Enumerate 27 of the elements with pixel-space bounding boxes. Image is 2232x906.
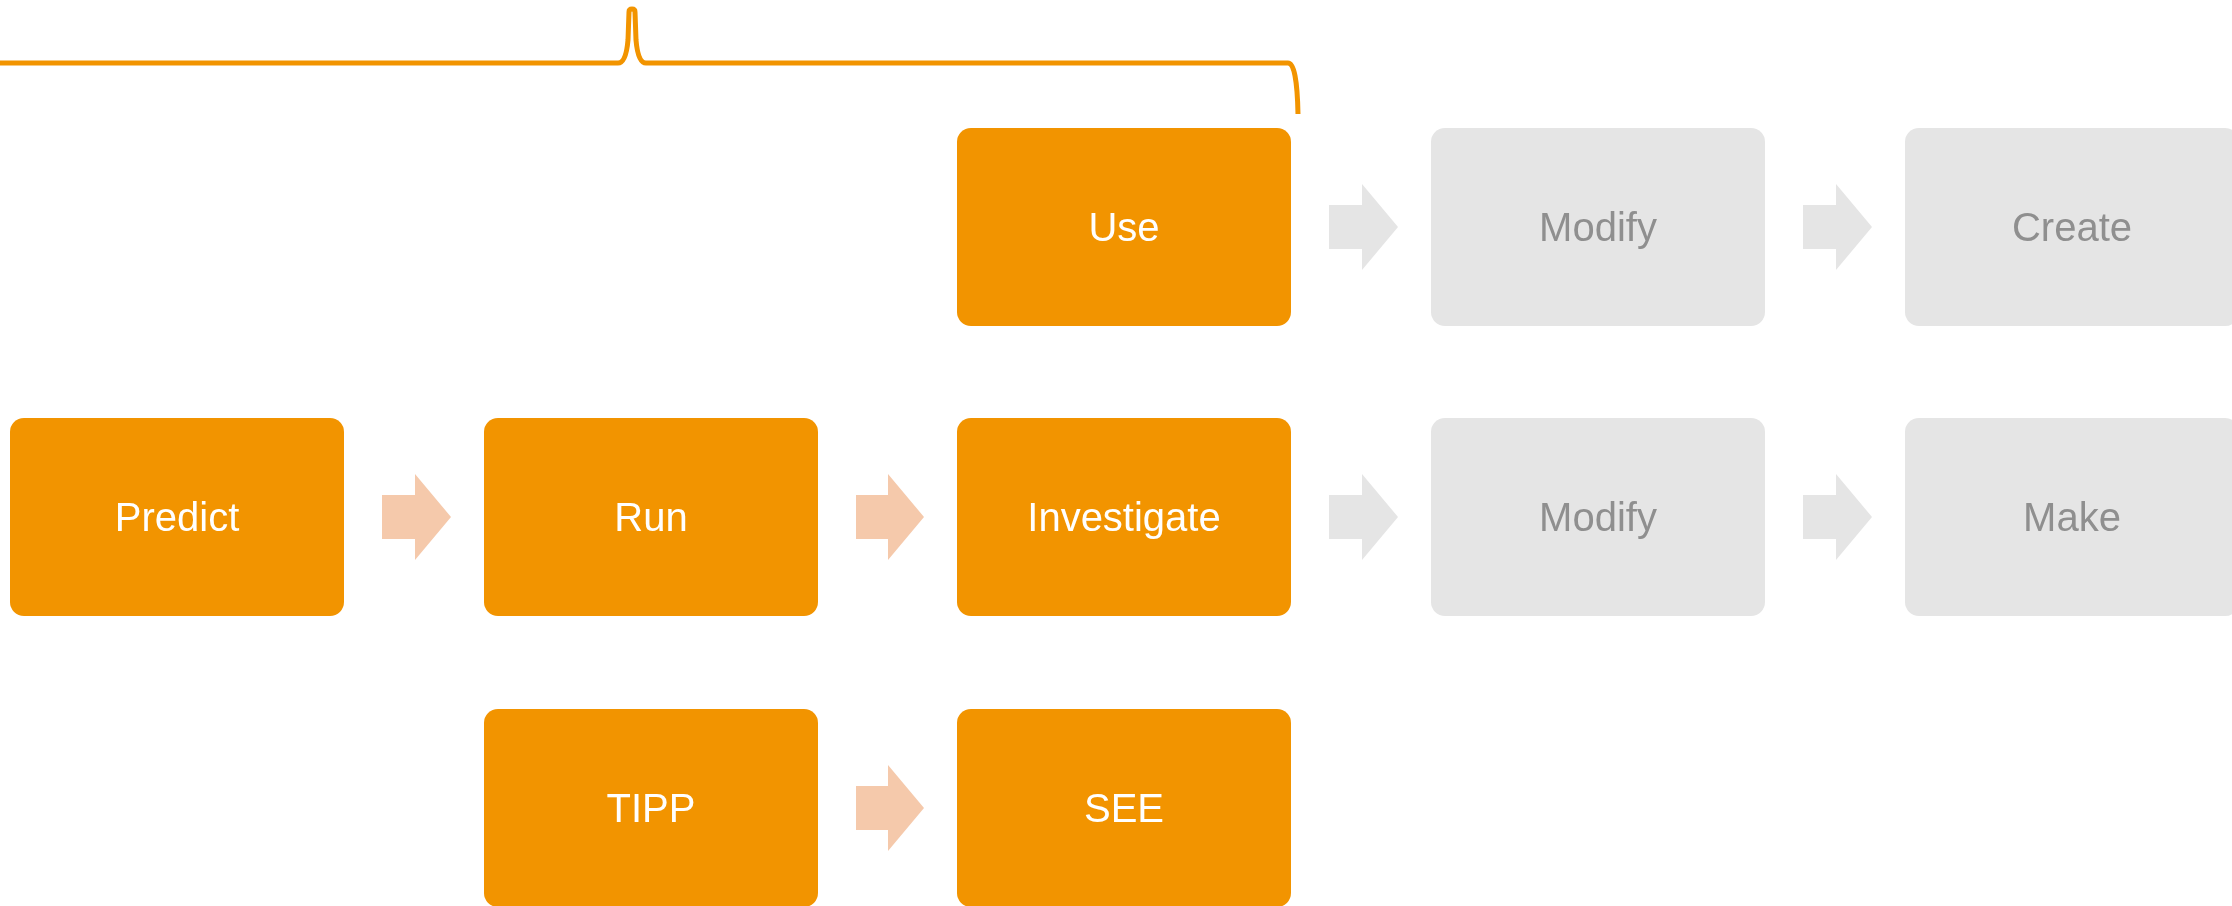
process-box [484, 709, 818, 906]
block-arrow [1329, 184, 1398, 270]
block-arrow [1803, 184, 1872, 270]
process-box [1431, 128, 1765, 326]
block-arrow [1803, 474, 1872, 560]
process-box [1431, 418, 1765, 616]
process-box [957, 128, 1291, 326]
box-label: Run [614, 494, 688, 541]
box-label: Make [2023, 494, 2121, 541]
process-box [957, 709, 1291, 906]
process-box [484, 418, 818, 616]
block-arrow [856, 765, 924, 851]
process-box [957, 418, 1291, 616]
box-label: Predict [114, 494, 240, 541]
process-box [1905, 418, 2232, 616]
block-arrow [382, 474, 451, 560]
process-box [1905, 128, 2232, 326]
box-label: SEE [1083, 785, 1164, 832]
box-label: Investigate [1027, 494, 1221, 541]
box-label: Modify [1539, 204, 1657, 251]
process-box [10, 418, 344, 616]
block-arrow [856, 474, 924, 560]
box-label: Create [2011, 204, 2133, 251]
box-label: Modify [1539, 494, 1657, 541]
box-label: Use [1088, 204, 1160, 251]
block-arrow [1329, 474, 1398, 560]
box-label: TIPP [606, 785, 696, 832]
